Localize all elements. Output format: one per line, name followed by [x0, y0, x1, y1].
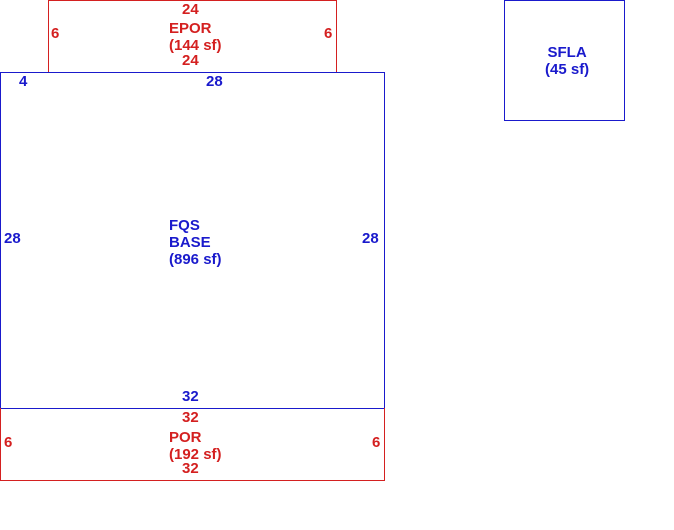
- sfla-label: SFLA (45 sf): [545, 44, 589, 78]
- por-dim-bottom: 32: [182, 460, 199, 477]
- base-code-line2: BASE: [169, 234, 211, 251]
- base-dim-right: 28: [362, 230, 379, 247]
- epor-square-feet: (144 sf): [169, 37, 222, 54]
- por-dim-left: 6: [4, 434, 13, 451]
- sfla-square-feet: (45 sf): [545, 61, 590, 78]
- base-area[interactable]: [0, 72, 385, 409]
- por-dim-top: 32: [182, 409, 199, 426]
- epor-dim-right: 6: [324, 25, 333, 42]
- base-code-line1: FQS: [169, 217, 200, 234]
- base-dim-bottom: 32: [182, 388, 199, 405]
- por-area[interactable]: [0, 408, 385, 481]
- base-dim-top-left: 4: [19, 73, 28, 90]
- base-dim-top: 28: [206, 73, 223, 90]
- sfla-area[interactable]: [504, 0, 625, 121]
- epor-dim-top: 24: [182, 1, 199, 18]
- epor-dim-left: 6: [51, 25, 60, 42]
- sfla-code: SFLA: [547, 44, 587, 61]
- epor-label: EPOR (144 sf): [169, 20, 222, 54]
- por-code: POR: [169, 429, 202, 446]
- epor-code: EPOR: [169, 20, 212, 37]
- por-label: POR (192 sf): [169, 429, 222, 463]
- por-square-feet: (192 sf): [169, 446, 222, 463]
- base-dim-left: 28: [4, 230, 21, 247]
- epor-dim-bottom: 24: [182, 52, 199, 69]
- por-dim-right: 6: [372, 434, 381, 451]
- base-label: FQS BASE (896 sf): [169, 217, 222, 268]
- base-square-feet: (896 sf): [169, 251, 222, 268]
